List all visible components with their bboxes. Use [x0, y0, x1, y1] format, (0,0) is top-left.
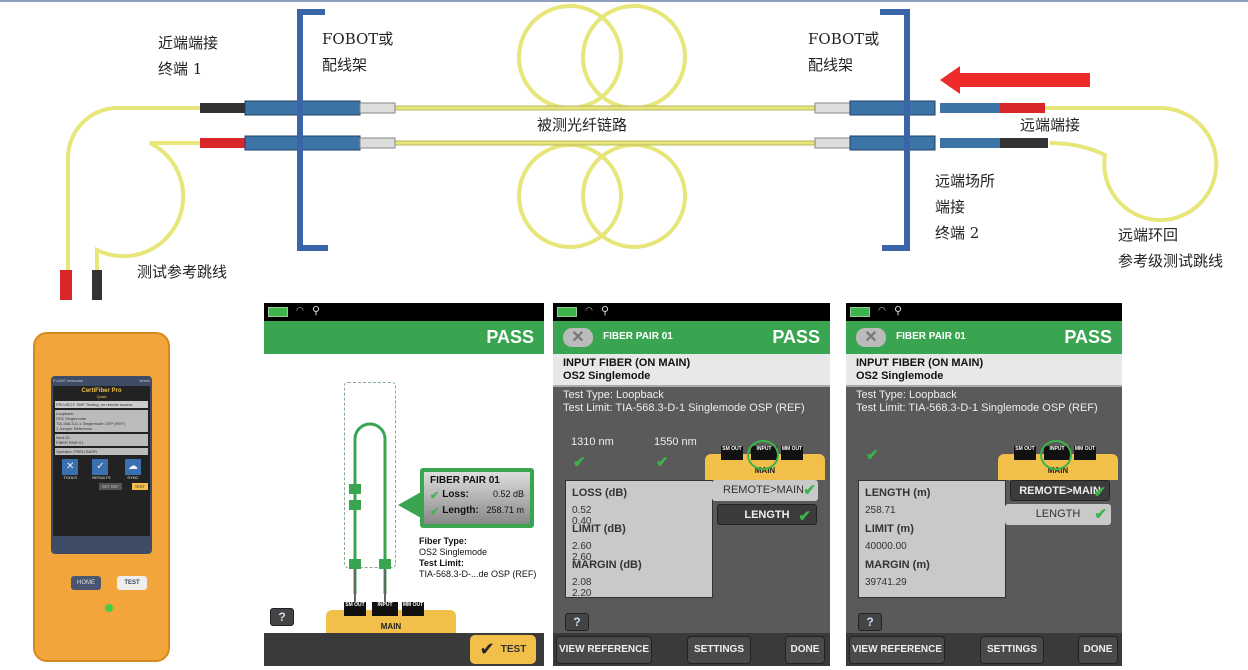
status-header: PASS — [264, 321, 544, 354]
pass-status: PASS — [1064, 327, 1112, 347]
tab-remote-main[interactable]: REMOTE>MAIN✔ — [712, 480, 818, 501]
pass-status: PASS — [486, 327, 534, 347]
remote-loopback-label: 远端环回参考级测试跳线 — [1118, 226, 1224, 270]
near-end-label: 近端端接终端 1 — [158, 34, 219, 78]
test-button[interactable]: TEST — [117, 576, 147, 590]
check-icon: ✔ — [479, 639, 495, 659]
status-led — [105, 604, 113, 612]
next-id-row[interactable]: Next ID:FIBER PAIR 01 — [55, 434, 148, 446]
done-button[interactable]: DONE — [785, 636, 825, 664]
connector-red — [200, 138, 245, 148]
tab-length[interactable]: LENGTH✔ — [717, 504, 817, 525]
settings-button[interactable]: SETTINGS — [980, 636, 1044, 664]
battery-icon — [850, 307, 870, 317]
help-button[interactable]: ? — [270, 608, 294, 626]
close-button[interactable]: ✕ — [856, 328, 886, 347]
wavelength-1550: 1550 nm — [654, 436, 697, 448]
done-button[interactable]: DONE — [1078, 636, 1118, 664]
set-ref-button[interactable]: SET REF — [98, 483, 122, 490]
wrench-icon: ✕ — [62, 459, 79, 475]
location-icon: ⚲ — [894, 305, 903, 317]
test-ref-cord-label: 测试参考跳线 — [137, 263, 228, 281]
check-icon: ✔ — [656, 454, 669, 471]
fiber-band: INPUT FIBER (ON MAIN)OS2 Singlemode — [846, 354, 1122, 387]
fobot-right-label: FOBOT或配线架 — [808, 30, 880, 74]
check-icon: ✔ — [430, 506, 440, 518]
home-button[interactable]: HOME — [71, 576, 101, 590]
loopback-cord — [1045, 105, 1219, 222]
check-icon: ✔ — [573, 454, 586, 471]
screen-summary: ◠ ⚲ PASS FIBER PAIR 01 ✔Loss:0.52 dB ✔Len… — [264, 303, 544, 666]
battery-icon — [557, 307, 577, 317]
top-border — [0, 0, 1248, 2]
cloud-sync-icon: ☁ — [124, 459, 141, 475]
tab-remote-main[interactable]: REMOTE>MAIN✔ — [1010, 480, 1110, 501]
patch-panel-left — [297, 9, 328, 251]
test-ref-cord-1 — [65, 106, 200, 270]
loopback-graphic — [349, 422, 421, 614]
tools-button[interactable]: ✕TOOLS — [62, 459, 79, 480]
fiber-coil — [517, 143, 623, 249]
close-button[interactable]: ✕ — [563, 328, 593, 347]
loss-results-table: LOSS (dB)0.520.40 LIMIT (dB)2.602.60 MAR… — [565, 480, 713, 599]
wavelength-1310: 1310 nm — [571, 436, 614, 448]
link-box — [344, 382, 396, 568]
patch-panel-right — [880, 9, 910, 251]
help-button[interactable]: ? — [565, 613, 589, 631]
battery-icon — [268, 307, 288, 317]
fiber-band: INPUT FIBER (ON MAIN)OS2 Singlemode — [553, 354, 830, 387]
help-button[interactable]: ? — [858, 613, 882, 631]
test-ref-cord-2 — [95, 141, 200, 270]
wifi-icon: ◠ — [296, 305, 304, 315]
connector-black — [200, 103, 245, 113]
check-icon: ✔ — [430, 490, 440, 502]
check-icon: ✔ — [866, 447, 879, 464]
fiber-coil — [581, 4, 687, 110]
link-fibers — [340, 106, 880, 145]
sync-button[interactable]: ☁SYNC — [124, 459, 141, 480]
test-button[interactable]: ✔TEST — [470, 635, 536, 664]
fobot-left-label: FOBOT或配线架 — [322, 30, 394, 74]
wifi-icon: ◠ — [878, 305, 886, 315]
view-reference-button[interactable]: VIEW REFERENCE — [556, 636, 652, 664]
soft-test-button[interactable]: TEST — [131, 483, 148, 490]
far-end-label: 远端端接 — [1020, 116, 1081, 134]
fiber-coil — [517, 4, 623, 110]
link-under-test-label: 被测光纤链路 — [537, 116, 628, 134]
pass-status: PASS — [772, 327, 820, 347]
fiber-link-diagram — [60, 4, 1219, 300]
view-reference-button[interactable]: VIEW REFERENCE — [849, 636, 945, 664]
remote-site-label: 远端场所端接终端 2 — [935, 172, 996, 242]
brand-logo: FLUKE networks — [53, 378, 84, 383]
location-icon: ⚲ — [312, 305, 321, 317]
check-icon: ✓ — [92, 459, 109, 475]
direction-arrow-icon — [940, 66, 1090, 94]
length-results-table: LENGTH (m)258.71 LIMIT (m)40000.00 MARGI… — [858, 480, 1006, 598]
wifi-icon: ◠ — [585, 305, 593, 315]
operator-row[interactable]: Operator: FRED BARR — [55, 448, 148, 455]
fiber-pair-callout[interactable]: FIBER PAIR 01 ✔Loss:0.52 dB ✔Length:258.… — [420, 468, 534, 528]
settings-button[interactable]: SETTINGS — [687, 636, 751, 664]
tab-length[interactable]: LENGTH✔ — [1005, 504, 1111, 525]
location-icon: ⚲ — [601, 305, 610, 317]
project-row[interactable]: PROJECT: SMF Testing, no remote access — [55, 401, 148, 408]
results-button[interactable]: ✓RESULTS — [92, 459, 111, 480]
fiber-coil — [581, 143, 687, 249]
